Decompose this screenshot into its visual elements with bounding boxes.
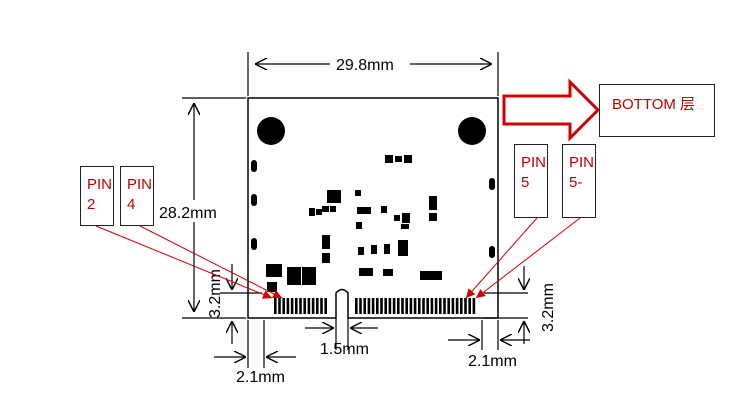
- side-slots: [251, 160, 495, 258]
- edge-pad: [405, 298, 408, 314]
- label-pin4: PIN4: [120, 166, 154, 226]
- edge-pad: [426, 298, 429, 314]
- edge-pad: [320, 298, 323, 314]
- dim-center-gap: 1.5mm: [320, 341, 369, 358]
- edge-pad: [413, 298, 417, 314]
- edge-pad: [434, 298, 438, 314]
- edge-pad: [324, 298, 327, 314]
- edge-pad: [311, 298, 315, 314]
- edge-pad: [355, 298, 358, 314]
- edge-pad: [451, 298, 455, 314]
- edge-pad: [278, 298, 281, 314]
- label-pin5: PIN5: [514, 144, 548, 218]
- edge-pad: [418, 298, 421, 314]
- board-outline: [247, 97, 499, 319]
- edge-pad: [447, 298, 450, 314]
- edge-pad: [274, 298, 277, 314]
- edge-pad: [282, 298, 285, 314]
- label-bottom-layer: BOTTOM 层: [599, 84, 715, 137]
- dim-offset-right: 2.1mm: [468, 353, 517, 370]
- edge-pad: [380, 298, 383, 314]
- label-pin5-dash: PIN5-: [562, 144, 596, 218]
- dim-width: 29.8mm: [336, 57, 394, 74]
- dim-height: 28.2mm: [159, 205, 217, 222]
- edge-pad: [286, 298, 290, 314]
- edge-pad: [460, 298, 463, 314]
- edge-pad: [422, 298, 425, 314]
- edge-pad: [307, 298, 311, 314]
- edge-pad: [455, 298, 459, 314]
- edge-pads-left: [274, 298, 327, 314]
- edge-pad: [430, 298, 434, 314]
- edge-pad: [401, 298, 404, 314]
- dim-height-right-small: 3.2mm: [540, 283, 557, 332]
- edge-pad: [299, 298, 302, 314]
- edge-pad: [384, 298, 387, 314]
- edge-pad: [392, 298, 396, 314]
- edge-pad: [303, 298, 306, 314]
- edge-pad: [316, 298, 319, 314]
- bottom-layer-arrow: [502, 78, 601, 142]
- mounting-hole-right: [458, 117, 486, 145]
- edge-pad: [397, 298, 400, 314]
- label-pin2: PIN2: [80, 166, 114, 226]
- edge-pad: [464, 298, 467, 314]
- mounting-hole-left: [257, 117, 285, 145]
- edge-pad: [439, 298, 442, 314]
- edge-pad: [472, 298, 476, 314]
- dim-offset-left: 2.1mm: [236, 369, 285, 386]
- smd-components: [266, 155, 442, 292]
- edge-pad: [363, 298, 366, 314]
- edge-pad: [371, 298, 375, 314]
- edge-pad: [376, 298, 379, 314]
- dim-height-left-small: 3.2mm: [207, 269, 224, 318]
- pin-leader-lines: [95, 217, 581, 299]
- edge-pad: [367, 298, 371, 314]
- edge-pads-right: [355, 298, 476, 314]
- edge-pad: [290, 298, 294, 314]
- edge-pad: [409, 298, 413, 314]
- edge-pad: [468, 298, 471, 314]
- edge-pad: [388, 298, 392, 314]
- edge-pad: [295, 298, 298, 314]
- edge-pad: [359, 298, 362, 314]
- edge-pad: [443, 298, 446, 314]
